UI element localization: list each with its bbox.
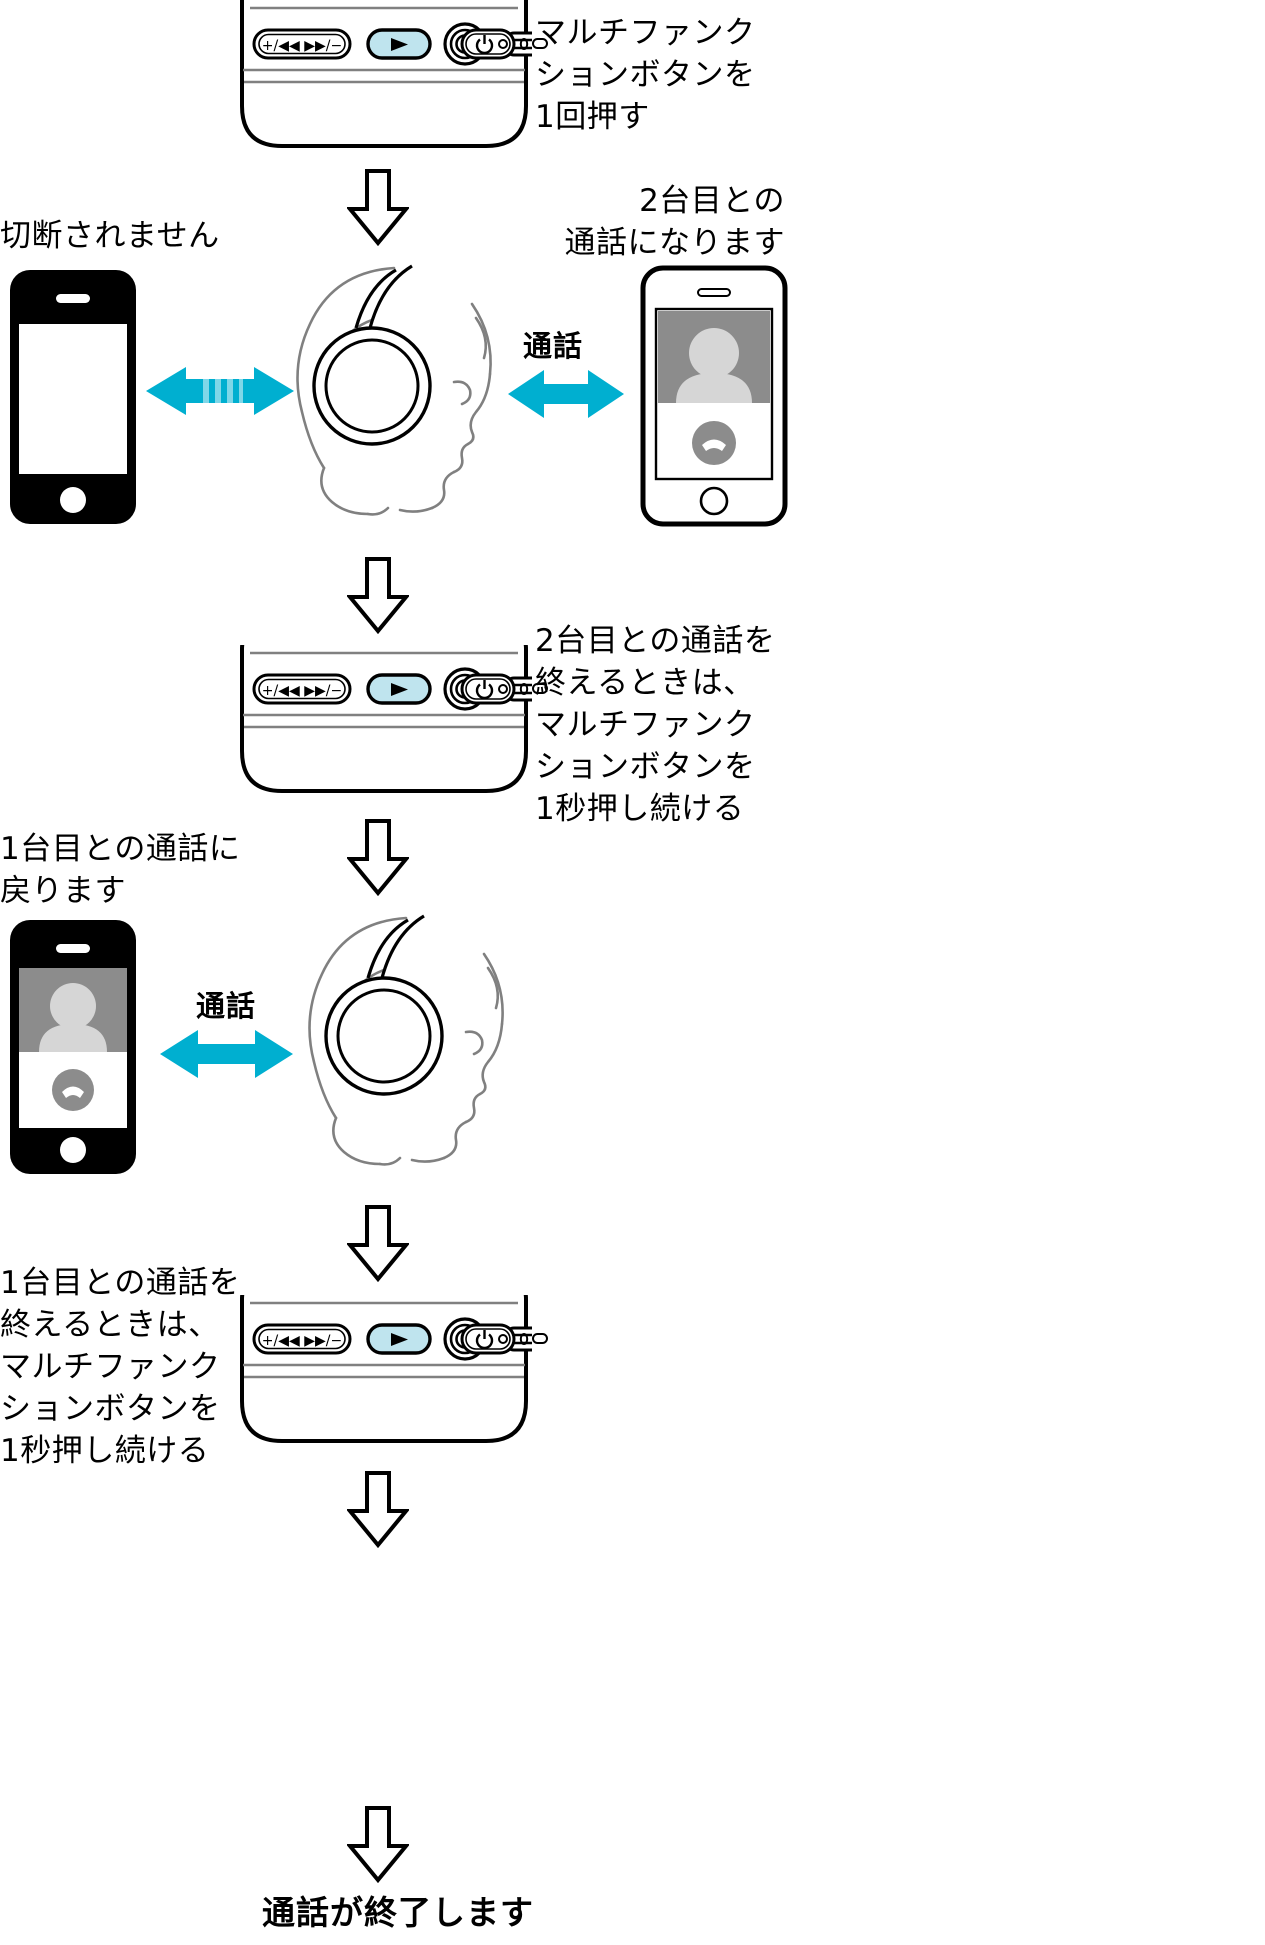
flow-arrow-6 <box>347 1805 409 1883</box>
hangup-button <box>52 1069 94 1111</box>
status-slot <box>532 1333 548 1344</box>
play-multifunction-button <box>366 28 432 60</box>
status-slot <box>532 683 548 694</box>
bluetooth-device-step5-right <box>440 1295 550 1445</box>
connection-arrow-active-step2 <box>508 366 624 422</box>
step3-device-label: 2台目との通話を 終えるときは、 マルチファンク ションボタンを 1秒押し続ける <box>535 623 776 827</box>
step2-right-phone-label: 2台目との 通話になります <box>564 183 785 261</box>
track-control-button: +/◀◀ ▶▶/− <box>252 28 352 60</box>
flow-arrow-4 <box>347 1204 409 1282</box>
step1-device-label: マルチファンク ションボタンを 1回押す <box>535 15 756 135</box>
step2-left-phone-label: 切断されません <box>0 218 220 254</box>
bluetooth-device-step3-right <box>440 645 550 795</box>
user-head-with-headphones-step2 <box>276 262 536 530</box>
step4-phone-label: 1台目との通話に 戻ります <box>0 831 241 909</box>
led-indicator <box>519 683 529 695</box>
connection-arrow-held <box>146 363 294 419</box>
hangup-button <box>692 421 736 465</box>
step5-device-label: 1台目との通話を 終えるときは、 マルチファンク ションボタンを 1秒押し続ける <box>0 1265 241 1469</box>
power-button <box>460 28 516 60</box>
flow-arrow-5 <box>347 1470 409 1548</box>
caller-avatar <box>658 311 770 403</box>
led-indicator <box>519 38 529 50</box>
flow-arrow-3 <box>347 818 409 896</box>
power-button <box>460 1323 516 1355</box>
headphone-earcup <box>324 976 444 1096</box>
final-result-label: 通話が終了します <box>262 1893 534 1932</box>
power-button <box>460 673 516 705</box>
phone-primary-returned <box>8 918 138 1176</box>
step4-call-label: 通話 <box>196 989 257 1023</box>
step2-call-label: 通話 <box>523 329 584 363</box>
caller-avatar <box>19 968 127 1052</box>
user-head-with-headphones-step4 <box>288 912 548 1180</box>
headphone-earcup <box>312 326 432 446</box>
bluetooth-device-step1-right <box>440 0 550 150</box>
flow-arrow-2 <box>347 556 409 634</box>
svg-text:+/◀◀ ▶▶/−: +/◀◀ ▶▶/− <box>262 1333 342 1349</box>
track-control-button: +/◀◀ ▶▶/− <box>252 1323 352 1355</box>
svg-text:+/◀◀ ▶▶/−: +/◀◀ ▶▶/− <box>262 683 342 699</box>
phone-secondary-white <box>640 265 788 527</box>
led-indicator <box>519 1333 529 1345</box>
svg-text:+/◀◀ ▶▶/−: +/◀◀ ▶▶/− <box>262 38 342 54</box>
phone-primary-black <box>8 268 138 526</box>
flow-arrow-1 <box>347 168 409 246</box>
status-slot <box>532 38 548 49</box>
play-multifunction-button <box>366 673 432 705</box>
track-control-button: +/◀◀ ▶▶/− <box>252 673 352 705</box>
connection-arrow-active-step4 <box>160 1026 293 1082</box>
play-multifunction-button <box>366 1323 432 1355</box>
